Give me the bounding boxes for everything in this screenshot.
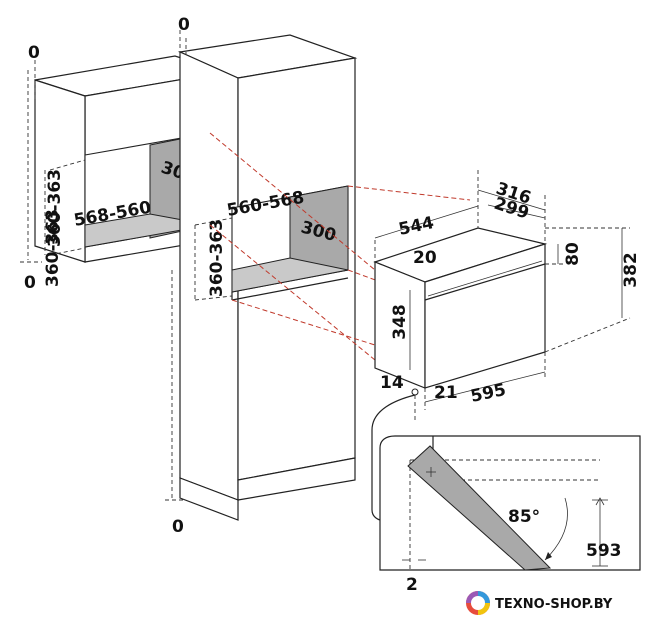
wall-top-gap-label: 0 — [28, 43, 40, 63]
door-detail-callout — [371, 394, 641, 571]
shop-logo: TEXNO-SHOP.BY — [466, 591, 613, 615]
tall-bottom-gap-label: 0 — [172, 517, 184, 537]
appliance-depth-544: 544 — [397, 213, 436, 240]
appliance-offset-14: 14 — [380, 373, 404, 393]
door-panel — [407, 445, 552, 571]
tall-height-label: 360-363 — [207, 219, 227, 297]
detail-gap-2: 2 — [406, 575, 418, 595]
callout-leader — [371, 394, 416, 521]
appliance-front-20: 20 — [413, 248, 437, 268]
wall-bottom-gap-label: 0 — [24, 273, 36, 293]
wall-cabinet-side — [34, 79, 86, 263]
wall-height-upper-label: 360-363 — [45, 169, 65, 247]
logo-text: TEXNO-SHOP.BY — [495, 597, 613, 612]
appliance-offset-21: 21 — [434, 383, 458, 403]
appliance-height-348: 348 — [390, 304, 410, 340]
cart-icon — [471, 596, 485, 610]
tall-cabinet-plinth-side — [179, 477, 239, 521]
appliance-panel-80: 80 — [563, 242, 583, 266]
tall-cabinet-plinth-front — [237, 457, 356, 501]
detail-height-593: 593 — [586, 541, 622, 561]
tall-cabinet — [165, 30, 358, 521]
appliance-height-382: 382 — [621, 252, 641, 288]
detail-angle-label: 85° — [508, 507, 540, 527]
appliance-width-595: 595 — [469, 380, 508, 407]
wall-height-lower-label: 360-363 — [43, 209, 63, 287]
appliance — [373, 170, 631, 420]
callout-frame — [379, 435, 641, 571]
tall-top-gap-label: 0 — [178, 15, 190, 35]
angle-arc — [544, 497, 568, 561]
